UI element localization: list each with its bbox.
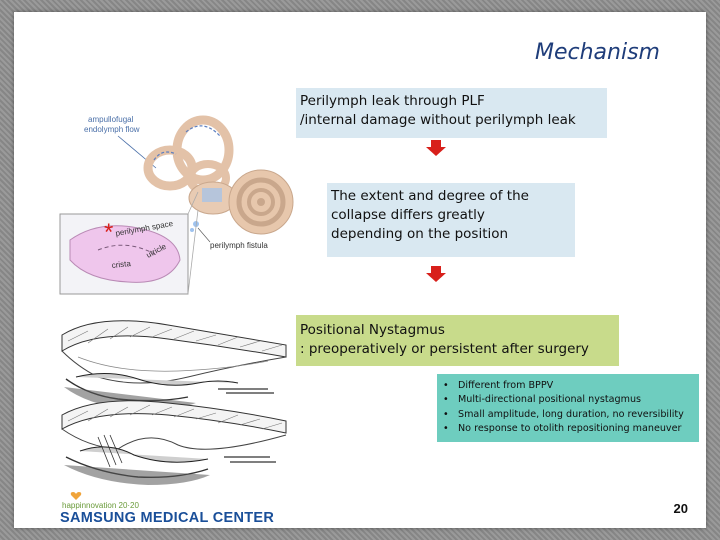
asterisk-label: * [104,219,113,246]
logo-name: SAMSUNG MEDICAL CENTER [60,510,274,526]
inner-ear-figure: ampullofugal endolymph flow perilymph fi… [58,110,298,295]
box3-line1: Positional Nystagmus [300,321,619,340]
bullet-symbol: • [443,422,458,436]
list-item-text: Small amplitude, long duration, no rever… [458,408,684,422]
box2-line1: The extent and degree of the [331,187,575,206]
list-item-text: No response to otolith repositioning man… [458,422,681,436]
list-item: •No response to otolith repositioning ma… [443,422,699,436]
logo-tagline: happinnovation 20·20 [62,501,274,510]
down-arrow-2 [426,266,446,282]
perilymph-leak-box: Perilymph leak through PLF /internal dam… [296,88,607,138]
features-list: •Different from BPPV •Multi-directional … [443,379,699,437]
slide-number: 20 [674,501,688,516]
endolymph-flow-label: endolymph flow [84,125,140,134]
box3-line2: : preoperatively or persistent after sur… [300,340,619,359]
bullet-symbol: • [443,408,458,422]
collapse-extent-box: The extent and degree of the collapse di… [327,183,575,257]
perilymph-fistula-label: perilymph fistula [210,241,268,250]
list-item-text: Different from BPPV [458,379,553,393]
list-item: •Small amplitude, long duration, no reve… [443,408,699,422]
bullet-symbol: • [443,379,458,393]
heart-icon [70,491,82,501]
histology-figure [58,317,290,495]
list-item-text: Multi-directional positional nystagmus [458,393,641,407]
list-item: •Multi-directional positional nystagmus [443,393,699,407]
ampullofugal-label: ampullofugal [88,115,134,124]
nystagmus-features-box: •Different from BPPV •Multi-directional … [437,374,699,442]
box1-line2: /internal damage without perilymph leak [300,111,607,130]
samsung-medical-center-logo: happinnovation 20·20 SAMSUNG MEDICAL CEN… [60,501,274,526]
box2-line3: depending on the position [331,225,575,244]
down-arrow-1 [426,140,446,156]
box1-line1: Perilymph leak through PLF [300,92,607,111]
slide: Mechanism ampullofugal endolymph flow pe… [14,12,706,528]
list-item: •Different from BPPV [443,379,699,393]
positional-nystagmus-box: Positional Nystagmus : preoperatively or… [296,315,619,366]
slide-title: Mechanism [535,40,660,65]
bullet-symbol: • [443,393,458,407]
box2-line2: collapse differs greatly [331,206,575,225]
